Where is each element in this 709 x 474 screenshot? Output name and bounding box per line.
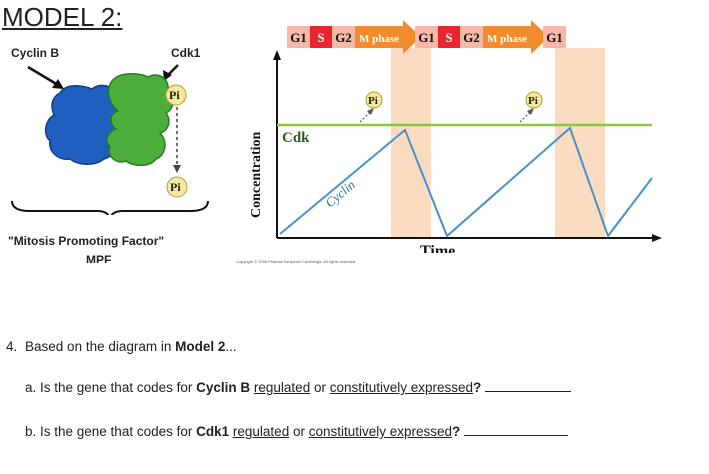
cyclin-b-blob	[44, 84, 124, 165]
question-stem-prefix: Based on the diagram in	[25, 339, 176, 354]
pi-phosphate-top	[165, 84, 187, 106]
question-a-option-regulated: regulated	[253, 380, 311, 395]
mpf-caption: "Mitosis Promoting Factor"	[8, 234, 165, 248]
phase-label-2: S	[317, 30, 324, 45]
phase-label-6: S	[445, 30, 452, 45]
pi-phosphate-bottom	[166, 176, 188, 198]
cdk1-label: Cdk1	[171, 46, 201, 60]
dephosphorylation-arrow	[173, 107, 181, 173]
question-a-qmark: ?	[473, 380, 482, 395]
y-axis-label: Concentration	[249, 131, 264, 218]
pi-phosphate-graph-2	[525, 91, 543, 109]
phase-bar: G1 S G2 M phase G1 S G2 M phase G1	[287, 20, 566, 54]
phase-cell-5	[415, 26, 438, 48]
pi-arrow-2	[519, 108, 534, 123]
question-a-prefix: a. Is the gene that codes for	[25, 380, 197, 395]
cyclin-label: Cyclin	[322, 177, 358, 210]
phase-label-1: G1	[290, 30, 307, 45]
question-a: a. Is the gene that codes for Cyclin B r…	[25, 380, 572, 395]
copyright-notice: Copyright © 2008 Pearson Benjamin Cummin…	[236, 259, 357, 264]
answer-a-blank[interactable]	[485, 390, 572, 392]
x-axis-arrowhead	[652, 234, 662, 242]
y-axis-arrowhead	[273, 50, 281, 60]
cell-cycle-graph: G1 S G2 M phase G1 S G2 M phase G1 Pi Pi Cdk Cyc…	[249, 20, 662, 253]
pi-label-bottom: Pi	[170, 180, 181, 194]
question-b-qmark: ?	[452, 424, 461, 439]
question-b: b. Is the gene that codes for Cdk1 regul…	[25, 424, 569, 439]
question-a-bold: Cyclin B	[196, 380, 251, 395]
pi-arrow-1	[359, 108, 374, 123]
phase-cell-3	[332, 26, 355, 48]
question-b-option-regulated: regulated	[232, 424, 290, 439]
phase-cell-8	[483, 20, 549, 54]
question-stem-bold: Model 2	[175, 339, 226, 354]
question-b-option-constitutive: constitutively expressed	[308, 424, 453, 439]
cyclin-level-line	[279, 126, 653, 239]
cyclin-b-label: Cyclin B	[11, 46, 60, 60]
cdk-label: Cdk	[282, 130, 310, 146]
phase-label-9: G1	[546, 30, 563, 45]
x-axis-label: Time	[420, 243, 455, 253]
phase-cell-7	[460, 26, 483, 48]
phase-cell-1	[287, 26, 310, 48]
phase-label-3: G2	[335, 30, 352, 45]
page-title: MODEL 2:	[2, 2, 123, 32]
question-a-option-constitutive: constitutively expressed	[329, 380, 474, 395]
phase-cell-2	[310, 26, 332, 48]
phase-label-7: G2	[463, 30, 480, 45]
phase-label-5: G1	[418, 30, 435, 45]
question-stem: 4. Based on the diagram in Model 2...	[6, 339, 237, 354]
question-b-bold: Cdk1	[196, 424, 230, 439]
question-b-prefix: b. Is the gene that codes for	[25, 424, 197, 439]
cdk1-blob	[106, 73, 174, 166]
mpf-illustration	[11, 64, 209, 215]
mpf-abbrev: MPF	[86, 253, 112, 263]
question-a-mid: or	[310, 380, 330, 395]
mpf-brace	[11, 200, 209, 215]
answer-b-blank[interactable]	[464, 434, 569, 436]
pi-label-graph-2: Pi	[528, 95, 538, 107]
phase-label-4: M phase	[359, 33, 399, 45]
cdk1-arrow	[163, 64, 179, 81]
pi-phosphate-graph-1	[365, 91, 383, 109]
phase-cell-4	[355, 20, 421, 54]
pi-label-top: Pi	[169, 88, 180, 102]
pi-label-graph-1: Pi	[368, 95, 378, 107]
question-stem-suffix: ...	[225, 339, 237, 354]
phase-cell-9	[543, 26, 566, 48]
phase-label-8: M phase	[487, 33, 527, 45]
question-number: 4.	[6, 339, 18, 354]
question-b-mid: or	[289, 424, 309, 439]
cyclin-b-arrow	[27, 65, 64, 89]
m-phase-band-2	[555, 48, 605, 238]
phase-cell-6	[438, 26, 460, 48]
